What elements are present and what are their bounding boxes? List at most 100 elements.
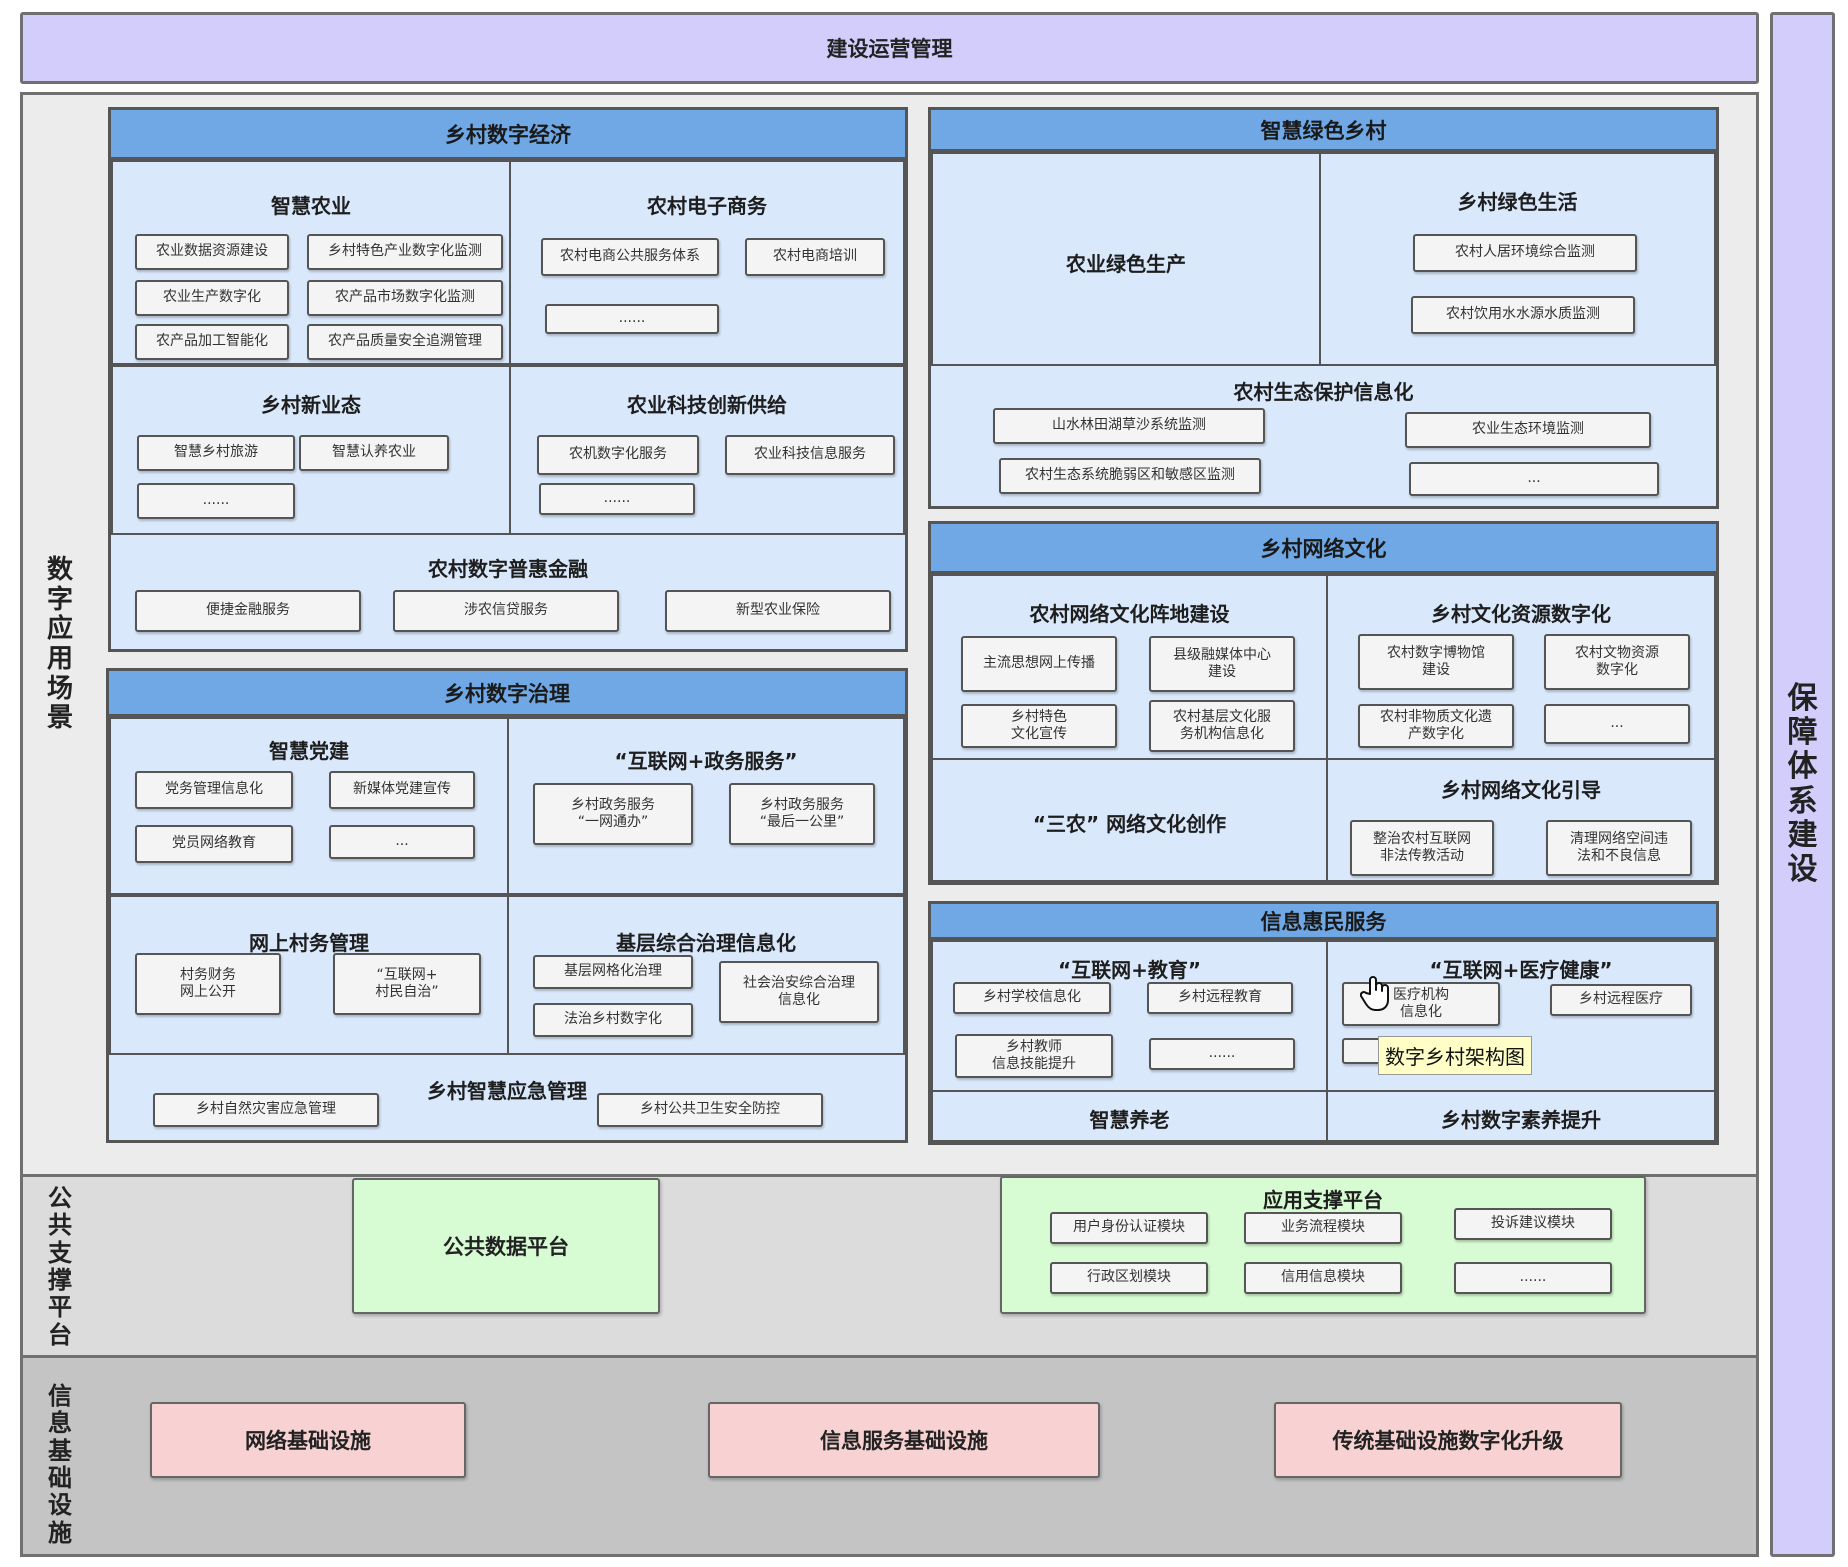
grassroots-item: 法治乡村数字化 bbox=[533, 1003, 693, 1037]
app-support-item: 业务流程模块 bbox=[1244, 1212, 1402, 1244]
smart-party-title: 智慧党建 bbox=[269, 739, 349, 763]
tech-item: ...... bbox=[539, 483, 695, 515]
culture-resource-title: 乡村文化资源数字化 bbox=[1431, 602, 1611, 626]
app-support-item: 行政区划模块 bbox=[1050, 1262, 1208, 1294]
green-life-title: 乡村绿色生活 bbox=[1457, 190, 1578, 214]
gov-item: 乡村政务服务 “一网通办” bbox=[533, 783, 693, 845]
village-affairs-title: 网上村务管理 bbox=[249, 931, 369, 955]
agri-item: 农产品质量安全追溯管理 bbox=[307, 324, 503, 360]
ecommerce-item: 农村电商公共服务体系 bbox=[541, 238, 719, 276]
culture-front-title: 农村网络文化阵地建设 bbox=[1029, 602, 1230, 626]
edu-item: ...... bbox=[1149, 1038, 1295, 1070]
grassroots-item: 社会治安综合治理 信息化 bbox=[719, 961, 879, 1023]
culture-guide-item: 清理网络空间违 法和不良信息 bbox=[1546, 820, 1692, 876]
edu-item: 乡村学校信息化 bbox=[953, 982, 1111, 1014]
agri-tech-block: 农业科技创新供给 农机数字化服务 农业科技信息服务 ...... bbox=[509, 365, 905, 535]
gov-service-block: “互联网+政务服务” 乡村政务服务 “一网通办” 乡村政务服务 “最后一公里” bbox=[507, 717, 905, 895]
tech-item: 农机数字化服务 bbox=[537, 435, 699, 475]
culture-front-item: 乡村特色 文化宣传 bbox=[961, 704, 1117, 748]
finance-item: 涉农信贷服务 bbox=[393, 590, 619, 632]
digital-governance-section: 乡村数字治理 智慧党建 党务管理信息化 新媒体党建宣传 党员网络教育 ... “… bbox=[106, 668, 908, 1143]
green-life-block: 乡村绿色生活 农村人居环境综合监测 农村饮用水水源水质监测 bbox=[1319, 152, 1716, 366]
network-culture-section: 乡村网络文化 农村网络文化阵地建设 主流思想网上传播 县级融媒体中心 建设 乡村… bbox=[928, 521, 1719, 885]
sannong-label: “三农” 网络文化创作 bbox=[1032, 812, 1227, 836]
gov-service-title: “互联网+政务服务” bbox=[614, 749, 798, 773]
smart-party-block: 智慧党建 党务管理信息化 新媒体党建宣传 党员网络教育 ... bbox=[109, 717, 509, 895]
newbiz-item: 智慧乡村旅游 bbox=[137, 435, 295, 471]
sannong-block: “三农” 网络文化创作 bbox=[931, 758, 1328, 882]
infra-layer-label: 信息基础设施 bbox=[48, 1381, 72, 1547]
agri-item: 农业数据资源建设 bbox=[135, 234, 289, 270]
digital-governance-title: 乡村数字治理 bbox=[109, 671, 905, 717]
top-management-bar: 建设运营管理 bbox=[20, 12, 1759, 84]
culture-resource-item: ... bbox=[1544, 704, 1690, 744]
green-village-title: 智慧绿色乡村 bbox=[931, 110, 1716, 152]
new-business-title: 乡村新业态 bbox=[261, 393, 361, 417]
smart-agri-title: 智慧农业 bbox=[271, 194, 351, 218]
digital-literacy-label: 乡村数字素养提升 bbox=[1441, 1108, 1601, 1132]
culture-guide-block: 乡村网络文化引导 整治农村互联网 非法传教活动 清理网络空间违 法和不良信息 bbox=[1326, 758, 1716, 882]
emergency-item: 乡村自然灾害应急管理 bbox=[153, 1093, 379, 1127]
info-service-title: 信息惠民服务 bbox=[931, 904, 1716, 940]
party-item: 党务管理信息化 bbox=[135, 771, 293, 809]
smart-elderly-label: 智慧养老 bbox=[1089, 1108, 1170, 1132]
culture-resource-item: 农村非物质文化遗 产数字化 bbox=[1358, 704, 1514, 748]
smart-agri-block: 智慧农业 农业数据资源建设 乡村特色产业数字化监测 农业生产数字化 农产品市场数… bbox=[111, 160, 511, 365]
village-item: “互联网+ 村民自治” bbox=[333, 953, 481, 1015]
green-village-section: 智慧绿色乡村 农业绿色生产 乡村绿色生活 农村人居环境综合监测 农村饮用水水源水… bbox=[928, 107, 1719, 509]
hand-cursor-icon bbox=[1360, 976, 1389, 1011]
edu-item: 乡村远程教育 bbox=[1147, 982, 1293, 1014]
finance-title: 农村数字普惠金融 bbox=[428, 557, 588, 581]
ecommerce-item: ...... bbox=[545, 304, 719, 334]
agri-item: 农产品市场数字化监测 bbox=[307, 280, 503, 316]
eco-item: 山水林田湖草沙系统监测 bbox=[993, 408, 1265, 444]
edu-item: 乡村教师 信息技能提升 bbox=[955, 1034, 1113, 1078]
culture-resource-item: 农村数字博物馆 建设 bbox=[1358, 634, 1514, 690]
internet-edu-title: “互联网+教育” bbox=[1057, 958, 1202, 982]
ecommerce-title: 农村电子商务 bbox=[647, 194, 767, 218]
internet-edu-block: “互联网+教育” 乡村学校信息化 乡村远程教育 乡村教师 信息技能提升 ....… bbox=[931, 940, 1328, 1092]
emergency-item: 乡村公共卫生安全防控 bbox=[597, 1093, 823, 1127]
party-item: 新媒体党建宣传 bbox=[329, 771, 475, 809]
culture-guide-item: 整治农村互联网 非法传教活动 bbox=[1350, 820, 1494, 876]
green-production-block: 农业绿色生产 bbox=[931, 152, 1321, 366]
platform-layer-label: 公共支撑平台 bbox=[48, 1183, 72, 1349]
smart-elderly-block: 智慧养老 bbox=[931, 1090, 1328, 1142]
app-support-title: 应用支撑平台 bbox=[1263, 1188, 1383, 1212]
gov-item: 乡村政务服务 “最后一公里” bbox=[729, 783, 875, 845]
agri-item: 乡村特色产业数字化监测 bbox=[307, 234, 503, 270]
agri-item: 农业生产数字化 bbox=[135, 280, 289, 316]
traditional-infra-upgrade: 传统基础设施数字化升级 bbox=[1274, 1402, 1622, 1478]
finance-item: 便捷金融服务 bbox=[135, 590, 361, 632]
new-business-block: 乡村新业态 智慧乡村旅游 智慧认养农业 ...... bbox=[111, 365, 511, 535]
culture-front-item: 县级融媒体中心 建设 bbox=[1149, 636, 1295, 692]
health-item: 医疗机构 信息化 bbox=[1342, 982, 1500, 1026]
ecommerce-block: 农村电子商务 农村电商公共服务体系 农村电商培训 ...... bbox=[509, 160, 905, 365]
grassroots-governance-block: 基层综合治理信息化 基层网格化治理 法治乡村数字化 社会治安综合治理 信息化 bbox=[507, 895, 905, 1055]
party-item: ... bbox=[329, 825, 475, 859]
emergency-title: 乡村智慧应急管理 bbox=[427, 1079, 587, 1103]
newbiz-item: 智慧认养农业 bbox=[299, 435, 449, 471]
eco-protection-title: 农村生态保护信息化 bbox=[1233, 380, 1414, 404]
digital-economy-title: 乡村数字经济 bbox=[111, 110, 905, 160]
digital-literacy-block: 乡村数字素养提升 bbox=[1326, 1090, 1716, 1142]
newbiz-item: ...... bbox=[137, 483, 295, 519]
app-support-item: 用户身份认证模块 bbox=[1050, 1212, 1208, 1244]
agri-tech-title: 农业科技创新供给 bbox=[627, 393, 787, 417]
tech-item: 农业科技信息服务 bbox=[725, 435, 895, 475]
eco-item: 农村生态系统脆弱区和敏感区监测 bbox=[999, 458, 1261, 494]
eco-item: ... bbox=[1409, 462, 1659, 496]
grassroots-item: 基层网格化治理 bbox=[533, 955, 693, 989]
info-service-section: 信息惠民服务 “互联网+教育” 乡村学校信息化 乡村远程教育 乡村教师 信息技能… bbox=[928, 901, 1719, 1145]
culture-guide-title: 乡村网络文化引导 bbox=[1441, 778, 1601, 802]
network-infrastructure: 网络基础设施 bbox=[150, 1402, 466, 1478]
top-bar-label: 建设运营管理 bbox=[826, 37, 953, 61]
culture-resource-item: 农村文物资源 数字化 bbox=[1544, 634, 1690, 690]
finance-item: 新型农业保险 bbox=[665, 590, 891, 632]
ecommerce-item: 农村电商培训 bbox=[745, 238, 885, 276]
green-production-label: 农业绿色生产 bbox=[1066, 252, 1186, 276]
village-affairs-block: 网上村务管理 村务财务 网上公开 “互联网+ 村民自治” bbox=[109, 895, 509, 1055]
eco-item: 农业生态环境监测 bbox=[1405, 412, 1651, 448]
app-support-item: ...... bbox=[1454, 1262, 1612, 1294]
health-item: 乡村远程医疗 bbox=[1550, 984, 1692, 1016]
